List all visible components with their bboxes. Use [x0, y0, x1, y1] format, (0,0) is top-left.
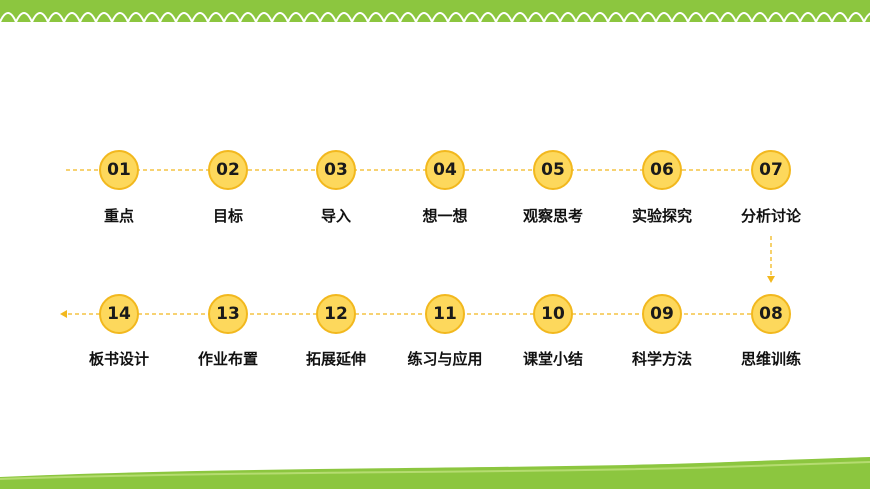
- scallop: [383, 12, 401, 22]
- step-node-14[interactable]: 14: [99, 294, 139, 334]
- step-label-14: 板书设计: [88, 350, 149, 368]
- step-node-08[interactable]: 08: [751, 294, 791, 334]
- scallop: [831, 12, 849, 22]
- scallop: [31, 12, 49, 22]
- scallop: [239, 12, 257, 22]
- scallop: [127, 12, 145, 22]
- step-node-13[interactable]: 13: [208, 294, 248, 334]
- scallop: [719, 12, 737, 22]
- step-node-05[interactable]: 05: [533, 150, 573, 190]
- scallop: [799, 12, 817, 22]
- step-node-07[interactable]: 07: [751, 150, 791, 190]
- step-label-07: 分析讨论: [740, 207, 801, 225]
- step-node-09[interactable]: 09: [642, 294, 682, 334]
- scallop: [671, 12, 689, 22]
- step-label-06: 实验探究: [631, 207, 692, 225]
- scallop: [527, 12, 545, 22]
- scallop: [255, 12, 273, 22]
- scallop: [95, 12, 113, 22]
- scallop: [159, 12, 177, 22]
- step-label-05: 观察思考: [522, 207, 583, 225]
- scallop: [751, 12, 769, 22]
- scallop: [415, 12, 433, 22]
- scallop: [111, 12, 129, 22]
- scallop: [703, 12, 721, 22]
- scallop: [63, 12, 81, 22]
- step-label-10: 课堂小结: [522, 350, 583, 368]
- scallop: [431, 12, 449, 22]
- scallop: [863, 12, 870, 22]
- step-label-09: 科学方法: [631, 350, 692, 368]
- scallop: [47, 12, 65, 22]
- scallop: [543, 12, 561, 22]
- scallop: [607, 12, 625, 22]
- scallop: [655, 12, 673, 22]
- step-node-04[interactable]: 04: [425, 150, 465, 190]
- scallop: [511, 12, 529, 22]
- arrow-left-icon: [60, 310, 67, 318]
- bottom-grass-band: [0, 457, 870, 489]
- scallop: [79, 12, 97, 22]
- scallop: [559, 12, 577, 22]
- scallop: [143, 12, 161, 22]
- step-label-01: 重点: [103, 207, 134, 225]
- step-label-03: 导入: [320, 207, 351, 225]
- scallop: [367, 12, 385, 22]
- scallop: [175, 12, 193, 22]
- scallop: [591, 12, 609, 22]
- scallop: [223, 12, 241, 22]
- step-node-10[interactable]: 10: [533, 294, 573, 334]
- scallop: [191, 12, 209, 22]
- scallop: [15, 12, 33, 22]
- step-label-08: 思维训练: [740, 350, 801, 368]
- scallop: [783, 12, 801, 22]
- scallop: [687, 12, 705, 22]
- scallop: [575, 12, 593, 22]
- step-node-06[interactable]: 06: [642, 150, 682, 190]
- scallop: [463, 12, 481, 22]
- step-node-03[interactable]: 03: [316, 150, 356, 190]
- scallop: [287, 12, 305, 22]
- scallop: [0, 12, 17, 22]
- scallop: [335, 12, 353, 22]
- top-decorative-band: [0, 0, 870, 22]
- step-label-02: 目标: [212, 207, 243, 225]
- step-node-11[interactable]: 11: [425, 294, 465, 334]
- scallop: [319, 12, 337, 22]
- step-label-04: 想一想: [422, 207, 468, 225]
- scallop: [447, 12, 465, 22]
- scallop: [479, 12, 497, 22]
- scallop: [847, 12, 865, 22]
- scallop: [207, 12, 225, 22]
- scallop: [639, 12, 657, 22]
- step-node-12[interactable]: 12: [316, 294, 356, 334]
- scallop: [815, 12, 833, 22]
- scallop: [495, 12, 513, 22]
- scallop: [623, 12, 641, 22]
- arrow-down-icon: [767, 276, 775, 283]
- scallop: [399, 12, 417, 22]
- scallop: [735, 12, 753, 22]
- scallop: [271, 12, 289, 22]
- scallop-pattern: [0, 12, 870, 22]
- step-label-13: 作业布置: [197, 350, 258, 368]
- step-label-11: 练习与应用: [407, 350, 483, 368]
- scallop: [351, 12, 369, 22]
- scallop: [303, 12, 321, 22]
- scallop: [767, 12, 785, 22]
- step-node-02[interactable]: 02: [208, 150, 248, 190]
- step-label-12: 拓展延伸: [305, 350, 366, 368]
- step-node-01[interactable]: 01: [99, 150, 139, 190]
